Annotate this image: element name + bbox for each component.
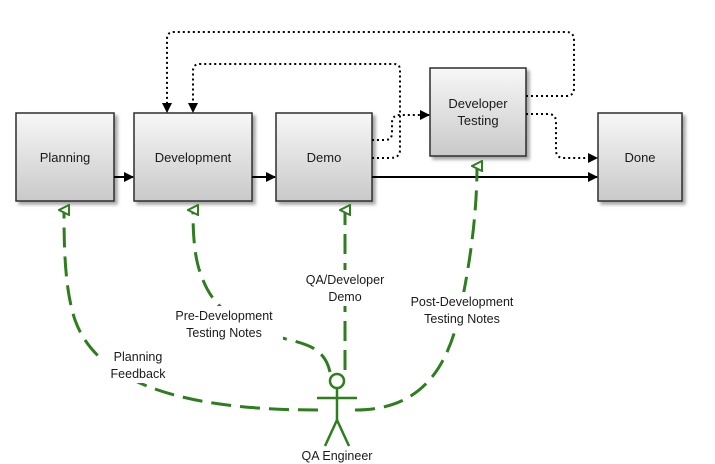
label-qa-developer-demo-line1: QA/Developer — [306, 273, 385, 287]
label-pre-development-line2: Testing Notes — [186, 326, 262, 340]
node-development-label: Development — [155, 150, 232, 165]
label-planning-feedback-line2: Feedback — [111, 367, 167, 381]
node-done-label: Done — [624, 150, 655, 165]
node-planning: Planning — [15, 112, 115, 202]
label-pre-development-line1: Pre-Development — [175, 309, 273, 323]
edge-developer-testing-to-done — [526, 113, 598, 163]
label-qa-developer-demo-line2: Demo — [328, 290, 361, 304]
label-pre-development: Pre-Development Testing Notes — [165, 306, 283, 342]
node-done: Done — [597, 112, 683, 202]
node-demo-label: Demo — [307, 150, 342, 165]
node-developer-testing-label-line1: Developer — [448, 96, 508, 111]
label-post-development: Post-Development Testing Notes — [398, 292, 528, 328]
qa-engineer-actor-icon — [317, 372, 357, 447]
node-developer-testing: Developer Testing — [429, 67, 527, 157]
edge-qa-planning-feedback — [64, 210, 319, 412]
node-planning-label: Planning — [40, 150, 91, 165]
label-post-development-line1: Post-Development — [411, 295, 514, 309]
node-demo: Demo — [275, 112, 373, 202]
node-developer-testing-label-line2: Testing — [457, 113, 498, 128]
label-planning-feedback: Planning Feedback — [102, 347, 172, 383]
edge-demo-to-developer-testing — [372, 110, 430, 141]
edge-demo-back-to-development — [188, 63, 401, 159]
label-qa-developer-demo: QA/Developer Demo — [296, 270, 394, 306]
label-planning-feedback-line1: Planning — [114, 350, 163, 364]
actor-name: QA Engineer — [302, 449, 373, 463]
edge-developer-testing-back-to-development — [162, 31, 575, 113]
node-development: Development — [133, 112, 253, 202]
label-post-development-line2: Testing Notes — [424, 312, 500, 326]
